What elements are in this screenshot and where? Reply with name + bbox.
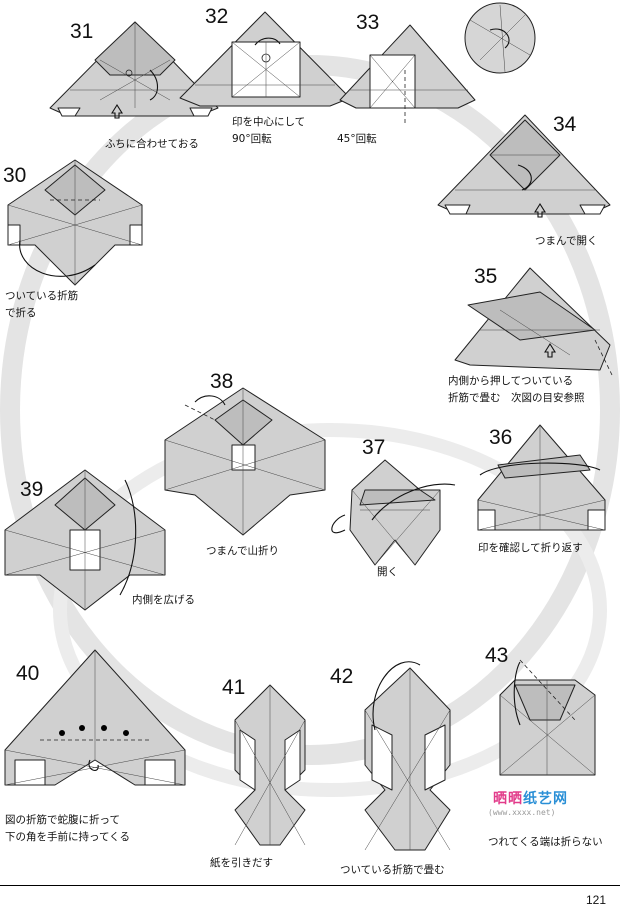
- step-40-caption-line-1: 図の折筋で蛇腹に折って: [5, 812, 120, 829]
- step-40-caption-line-2: 下の角を手前に持ってくる: [5, 829, 130, 846]
- step-number-31: 31: [70, 20, 93, 44]
- step-42-caption: ついている折筋で畳む: [340, 862, 445, 879]
- detail-circle: [465, 3, 535, 73]
- step-31-caption: ふちに合わせておる: [105, 136, 199, 153]
- step-34-caption: つまんで開く: [535, 233, 597, 250]
- step-33-caption: 45°回転: [337, 131, 377, 148]
- step-39-caption: 内側を広げる: [132, 592, 195, 609]
- watermark-url: (www.xxxx.net): [488, 808, 555, 817]
- step-number-36: 36: [489, 426, 512, 450]
- step-30-caption-line-1: ついている折筋: [5, 288, 78, 305]
- step-35-caption-line-1: 内側から押してついている: [448, 373, 573, 390]
- step-number-41: 41: [222, 676, 245, 700]
- step-number-34: 34: [553, 113, 576, 137]
- step-number-33: 33: [356, 11, 379, 35]
- step-30-caption-line-2: で折る: [5, 305, 37, 322]
- step-42-figure: [365, 662, 450, 850]
- watermark-logo: 晒晒纸艺网: [493, 788, 568, 808]
- step-41-caption: 紙を引きだす: [210, 855, 273, 872]
- step-number-38: 38: [210, 370, 233, 394]
- step-34-figure: [438, 115, 610, 217]
- step-43-caption-line-2: つれてくる端は折らない: [488, 834, 603, 851]
- step-38-figure: [165, 388, 325, 535]
- footer-divider: [0, 885, 620, 886]
- page-number: 121: [586, 893, 606, 907]
- step-number-40: 40: [16, 662, 39, 686]
- step-number-39: 39: [20, 478, 43, 502]
- step-36-caption: 印を確認して折り返す: [478, 540, 583, 557]
- step-number-42: 42: [330, 665, 353, 689]
- step-number-37: 37: [362, 436, 385, 460]
- step-number-35: 35: [474, 265, 497, 289]
- step-38-caption: つまんで山折り: [206, 543, 279, 560]
- step-37-caption: 開く: [377, 564, 398, 581]
- watermark-part-2: 纸艺网: [523, 791, 568, 807]
- step-number-30: 30: [3, 164, 26, 188]
- step-number-32: 32: [205, 5, 228, 29]
- step-32-caption-line-1: 印を中心にして: [232, 114, 305, 131]
- step-35-caption-line-2: 折筋で畳む 次図の目安参照: [448, 390, 585, 407]
- step-32-caption-line-2: 90°回転: [232, 131, 272, 148]
- step-number-43: 43: [485, 644, 508, 668]
- step-37-figure: [332, 460, 455, 565]
- step-41-figure: [235, 685, 305, 845]
- watermark-part-1: 晒晒: [493, 791, 523, 807]
